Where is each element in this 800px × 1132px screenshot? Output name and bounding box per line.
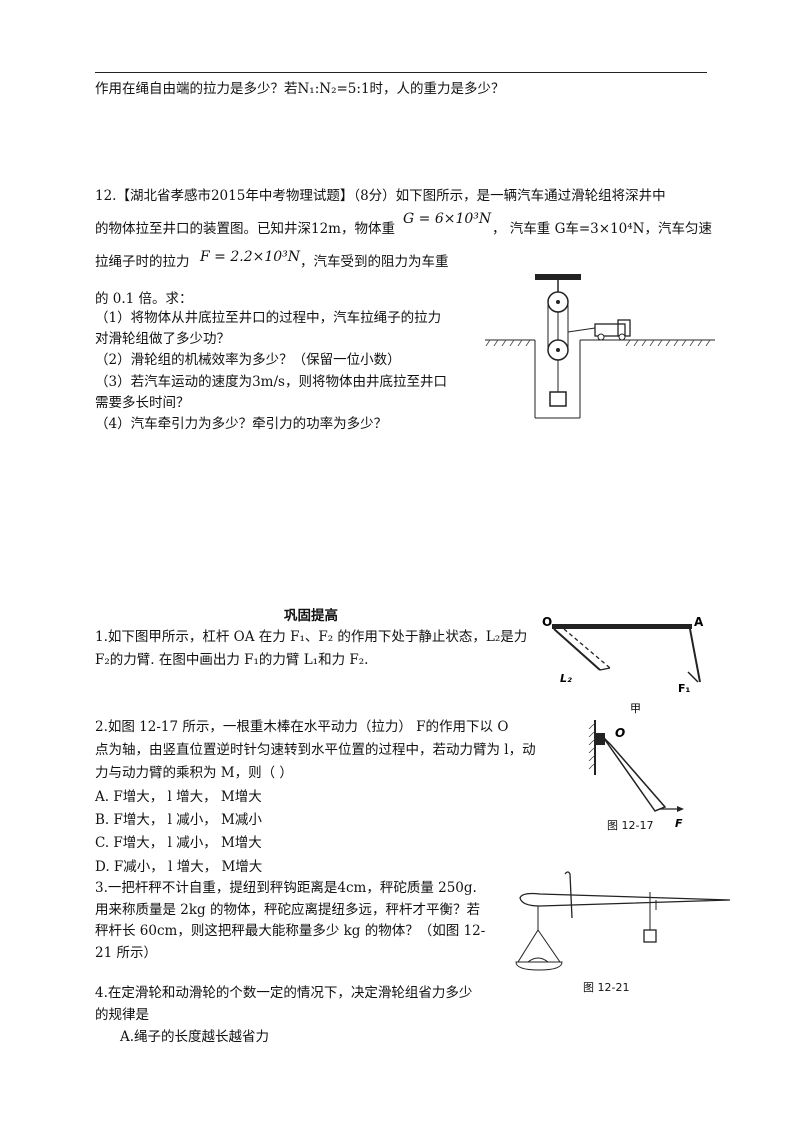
p3-line4: 21 所示） [95, 945, 157, 961]
lever-caption: 甲 [630, 702, 641, 715]
q12-line3a: 拉绳子时的拉力 [95, 254, 190, 270]
q12-line3b: ，汽车受到的阻力为车重 [300, 254, 449, 270]
q12-sub2: （2）滑轮组的机械效率为多少？（保留一位小数） [95, 352, 401, 368]
p1-line2: F₂的力臂. 在图中画出力 F₁的力臂 L₁和力 F₂. [95, 652, 369, 668]
q12-line2b: ， 汽车重 G车=3×10⁴N，汽车匀速 [492, 221, 712, 237]
pulley-well-figure [485, 274, 715, 419]
q12-sub3b: 需要多长时间？ [95, 395, 190, 411]
q12-sub1a: （1）将物体从井底拉至井口的过程中，汽车拉绳子的拉力 [95, 310, 442, 326]
q12-formula-g: G = 6×10³N [403, 211, 492, 227]
steelyard-figure [515, 871, 731, 971]
q12-line1: 12.【湖北省孝感市2015年中考物理试题】（8分）如下图所示，是一辆汽车通过滑… [95, 188, 666, 204]
p3-line2: 用来称质量是 2kg 的物体，秤砣应离提纽多远，秤杆才平衡？若 [95, 902, 480, 918]
lever-label-o: O [542, 615, 552, 629]
lever-label-l2: L₂ [560, 672, 572, 685]
section-title: 巩固提高 [284, 608, 338, 624]
lever-figure-jia: O A L₂ F₁ 甲 [542, 615, 704, 715]
p2-option-a: A. F增大， l 增大， M增大 [95, 789, 262, 805]
steelyard-caption: 图 12-21 [583, 981, 630, 994]
q12-line2a: 的物体拉至井口的装置图。已知井深12m，物体重 [95, 221, 395, 237]
p1-line1: 1.如下图甲所示，杠杆 OA 在力 F₁、F₂ 的作用下处于静止状态，L₂是力 [95, 629, 528, 645]
rod-label-o: O [615, 726, 625, 740]
p3-line3: 秤杆长 60cm，则这把秤最大能称量多少 kg 的物体？（如图 12- [95, 923, 486, 939]
intro-line: 作用在绳自由端的拉力是多少？若N₁:N₂=5:1时，人的重力是多少？ [95, 81, 505, 97]
q12-formula-f: F = 2.2×10³N [200, 249, 301, 265]
p2-line2: 点为轴，由竖直位置逆时针匀速转到水平位置的过程中，若动力臂为 l，动 [95, 742, 536, 758]
q12-line4: 的 0.1 倍。求： [95, 291, 193, 307]
q12-sub1b: 对滑轮组做了多少功？ [95, 331, 230, 347]
p3-line1: 3.一把杆秤不计自重，提纽到秤钩距离是4cm，秤砣质量 250g. [95, 880, 477, 896]
p4-option-a: A.绳子的长度越长越省力 [120, 1029, 270, 1045]
rod-caption: 图 12-17 [607, 819, 654, 832]
p4-line1: 4.在定滑轮和动滑轮的个数一定的情况下，决定滑轮组省力多少 [95, 985, 473, 1001]
header-rule [95, 72, 707, 73]
lever-label-f1: F₁ [678, 682, 691, 695]
p2-line1: 2.如图 12-17 所示，一根重木棒在水平动力（拉力） F的作用下以 O [95, 719, 509, 735]
q12-sub4: （4）汽车牵引力为多少？牵引力的功率为多少？ [95, 416, 388, 432]
p4-line2: 的规律是 [95, 1007, 149, 1023]
p2-option-d: D. F减小， l 增大， M增大 [95, 859, 263, 875]
rod-figure-12-17: O F [588, 720, 684, 830]
p2-option-b: B. F增大， l 减小， M减小 [95, 812, 262, 828]
lever-label-a: A [694, 615, 704, 629]
p2-option-c: C. F增大， l 减小， M增大 [95, 835, 262, 851]
rod-label-f: F [675, 817, 683, 830]
q12-sub3a: （3）若汽车运动的速度为3m/s，则将物体由井底拉至井口 [95, 374, 447, 390]
p2-line3: 力与动力臂的乘积为 M，则（ ） [95, 765, 293, 781]
